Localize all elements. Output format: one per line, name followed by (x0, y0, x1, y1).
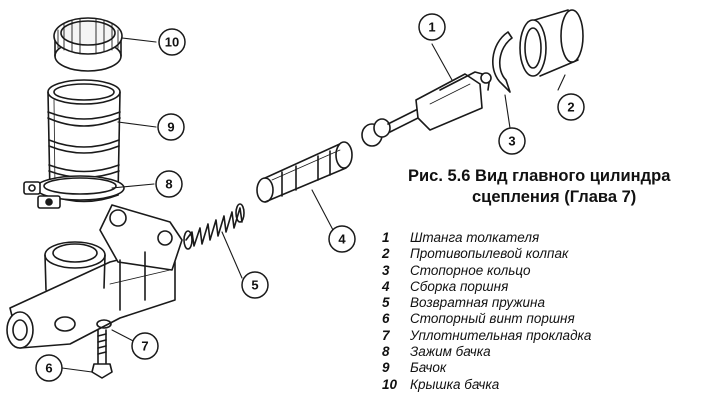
callout-circle (498, 127, 526, 155)
legend-number: 9 (382, 360, 390, 376)
legend-label: Сборка поршня (410, 278, 509, 294)
cylinder-body (6, 204, 183, 349)
sealing-gasket (96, 319, 112, 329)
legend-number: 1 (382, 230, 390, 245)
legend-label: Противопылевой колпак (410, 246, 569, 262)
return-spring (183, 203, 245, 250)
callout-label: 7 (141, 339, 148, 354)
legend-number: 7 (382, 327, 390, 343)
callout-label: 10 (165, 35, 179, 50)
callout-circle (131, 332, 159, 360)
legend-number: 4 (382, 278, 390, 294)
callout-circle (158, 28, 186, 56)
reservoir-cap (53, 17, 123, 72)
legend-label: Бачок (410, 360, 447, 376)
callout-label: 4 (338, 232, 346, 247)
legend-label: Зажим бачка (410, 344, 491, 360)
dust-boot (519, 9, 584, 77)
figure-title-line1: Вид главного цилиндра (475, 167, 671, 185)
callout-circle (241, 271, 269, 299)
callout-circle (418, 13, 446, 41)
parts-legend: 1 Штанга толкателя 2 Противопылевой колпак… (382, 230, 712, 393)
callout-label: 1 (428, 20, 435, 35)
legend-number: 5 (382, 295, 390, 311)
callout-label: 8 (165, 177, 172, 192)
legend-number: 2 (382, 246, 390, 262)
push-rod (361, 71, 492, 147)
figure-caption: Рис. 5.6 Вид главного цилиндра сцепления… (408, 166, 708, 208)
legend-item: 1 Штанга толкателя (382, 230, 712, 246)
legend-number: 8 (382, 344, 390, 360)
callout-circle (557, 93, 585, 121)
legend-number: 3 (382, 262, 390, 278)
figure-title-line2: сцепления (Глава 7) (472, 188, 637, 206)
legend-label: Стопорный винт поршня (410, 311, 575, 327)
legend-item: 10 Крышка бачка (382, 377, 712, 393)
callout-label: 2 (567, 100, 574, 115)
legend-item: 9 Бачок (382, 360, 712, 376)
legend-number: 10 (382, 376, 398, 392)
legend-item: 6 Стопорный винт поршня (382, 311, 712, 327)
callout-label: 6 (45, 361, 52, 376)
legend-item: 2 Противопылевой колпак (382, 246, 712, 262)
callout-circle (157, 113, 185, 141)
retaining-screw (91, 329, 113, 379)
callout-label: 5 (251, 278, 258, 293)
legend-label: Уплотнительная прокладка (410, 327, 592, 343)
legend-label: Стопорное кольцо (410, 262, 531, 278)
callout-label: 9 (167, 120, 174, 135)
reservoir-clamp (23, 175, 125, 209)
callout-label: 3 (508, 134, 515, 149)
legend-number: 6 (382, 311, 390, 327)
callout-circle (35, 354, 63, 382)
retaining-ring (492, 31, 513, 93)
figure-number: Рис. 5.6 (408, 167, 471, 185)
legend-item: 8 Зажим бачка (382, 344, 712, 360)
callout-circle (155, 170, 183, 198)
legend-item: 3 Стопорное кольцо (382, 263, 712, 279)
piston-assembly (256, 141, 353, 203)
legend-item: 4 Сборка поршня (382, 279, 712, 295)
callout-circle (328, 225, 356, 253)
legend-label: Возвратная пружина (410, 295, 545, 311)
legend-item: 5 Возвратная пружина (382, 295, 712, 311)
legend-item: 7 Уплотнительная прокладка (382, 328, 712, 344)
legend-label: Штанга толкателя (410, 230, 540, 245)
legend-label: Крышка бачка (410, 376, 500, 392)
